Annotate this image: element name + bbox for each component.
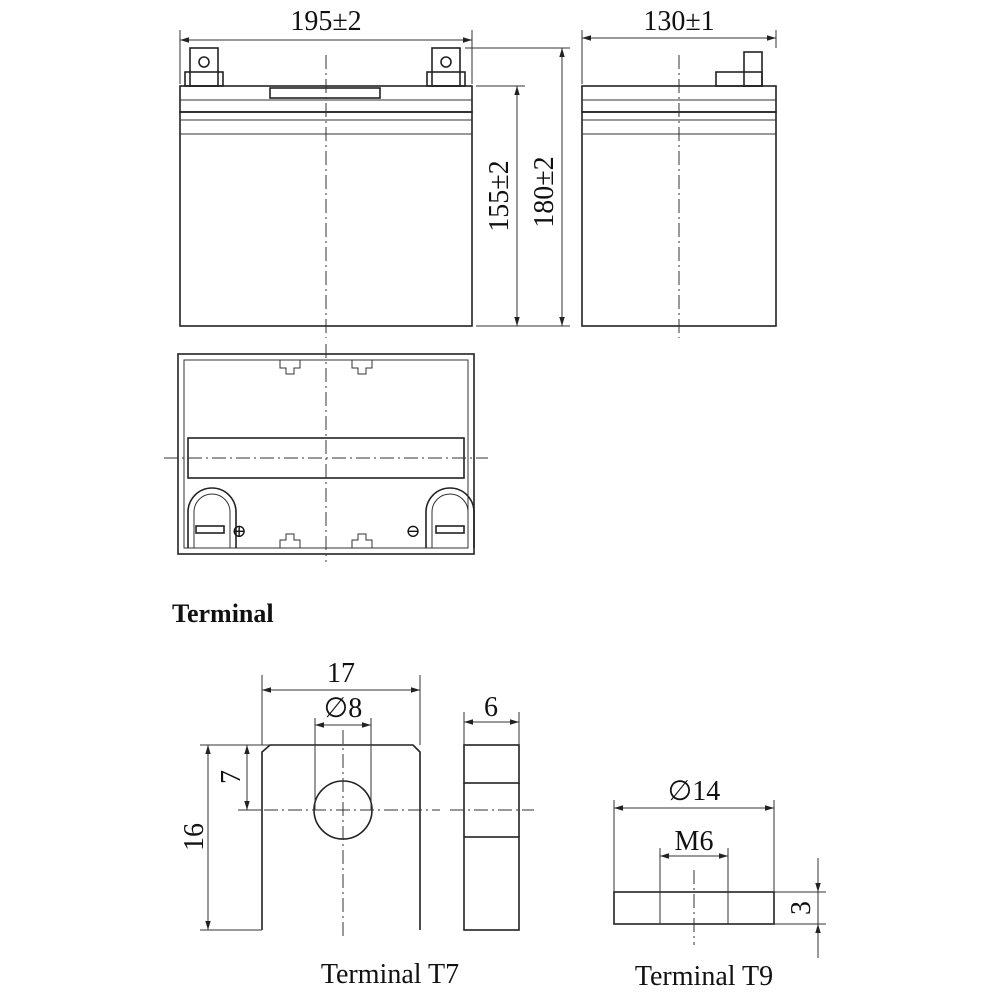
front-width-label: 195±2 (290, 6, 361, 37)
t7-section-upper (463, 744, 520, 784)
t7-hole-label: ∅8 (324, 693, 362, 724)
top-view: ⊕ ⊖ (164, 344, 488, 562)
case-height-label: 155±2 (484, 160, 515, 231)
t7-offset-label: 7 (216, 770, 247, 784)
negative-mark: ⊖ (405, 521, 420, 541)
t9-diameter-label: ∅14 (668, 776, 720, 807)
terminal-t7: 17 ∅8 7 16 6 Terminal T7 (179, 658, 534, 990)
t7-caption: Terminal T7 (321, 959, 459, 990)
positive-mark: ⊕ (231, 521, 246, 541)
t7-thickness-label: 6 (484, 692, 498, 723)
t9-height-label: 3 (786, 901, 817, 915)
side-view: 130±1 (581, 6, 777, 338)
front-terminal-left-hole (198, 56, 210, 68)
t7-section-lower (463, 836, 520, 931)
side-terminal (743, 51, 763, 87)
terminal-heading: Terminal (172, 599, 274, 628)
t7-height-label: 16 (179, 823, 210, 851)
top-terminal-right (425, 487, 475, 548)
terminal-t9: ∅14 M6 3 Terminal T9 (613, 776, 826, 992)
top-terminal-left (187, 487, 237, 548)
overall-height-label: 180±2 (529, 156, 560, 227)
t9-caption: Terminal T9 (635, 961, 773, 992)
front-view: 195±2 155±2 180±2 (179, 6, 570, 338)
t9-thread-label: M6 (675, 826, 714, 857)
t7-outline (261, 744, 421, 930)
side-depth-label: 130±1 (643, 6, 714, 37)
t7-width-label: 17 (327, 658, 355, 689)
front-terminal-right-hole (440, 56, 452, 68)
